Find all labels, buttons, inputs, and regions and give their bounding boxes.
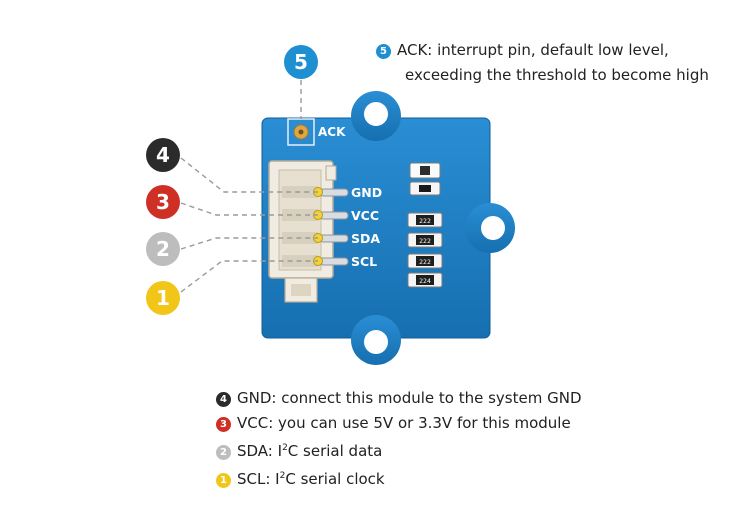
connector-pins: GND VCC SDA SCL [282,185,382,269]
pin-label-gnd: GND [351,185,382,200]
resistor-code: 222 [419,217,431,225]
legend-text: GND: connect this module to the system G… [237,389,582,407]
legend-text-prefix: SCL: I [237,470,280,488]
legend-bullet: 4 [216,392,231,407]
badge-sda: 2 [146,232,180,266]
ack-note-line2: exceeding the threshold to become high [405,66,709,84]
legend-item-vcc: 3 VCC: you can use 5V or 3.3V for this mo… [216,411,582,436]
leader-lines [180,80,318,293]
pin-label-sda: SDA [351,231,380,246]
badge-scl: 1 [146,281,180,315]
capacitor-body [420,166,430,175]
badge-gnd: 4 [146,138,180,172]
resistor-code: 222 [419,237,431,245]
ack-silkscreen: ACK [318,125,346,139]
pin-trace-gnd [319,188,349,197]
pin-legend: 4 GND: connect this module to the system … [216,386,582,492]
mounting-hole-bottom [364,330,388,354]
legend-bullet: 2 [216,445,231,460]
smd-part-body [419,185,431,192]
pin-label-vcc: VCC [351,208,379,223]
ack-note-line1: ACK: interrupt pin, default low level, [397,41,669,59]
legend-bullet: 3 [216,417,231,432]
smd-components: 222 222 222 224 [407,162,443,288]
legend-text-sup: 2 [282,443,288,453]
pin-trace-sda [319,234,349,243]
leader-line-gnd [180,157,318,193]
resistor-body [416,215,434,225]
badge-ack: 5 [284,45,318,79]
leader-line-sda [180,237,318,250]
legend-bullet: 1 [216,473,231,488]
legend-item-scl: 1 SCL: I2C serial clock [216,464,582,492]
resistor-code: 224 [419,277,431,285]
resistor-body [416,275,434,285]
resistor-body [416,256,434,266]
pin-trace-scl [319,257,349,266]
pin-trace-vcc [319,211,349,220]
mounting-hole-top [364,102,388,126]
legend-item-gnd: 4 GND: connect this module to the system … [216,386,582,411]
resistor-code: 222 [419,258,431,266]
legend-text-suffix: C serial data [287,442,383,460]
resistor-body [416,235,434,245]
legend-text: VCC: you can use 5V or 3.3V for this mod… [237,414,571,432]
ack-note-bullet: 5 [376,44,391,59]
legend-text-sup: 2 [279,471,286,481]
legend-text-prefix: SDA: I [237,442,283,460]
leader-line-vcc [180,202,318,216]
pin-label-scl: SCL [351,254,377,269]
legend-text-suffix: C serial clock [285,470,385,488]
mounting-hole-right [481,216,505,240]
badge-vcc: 3 [146,185,180,219]
